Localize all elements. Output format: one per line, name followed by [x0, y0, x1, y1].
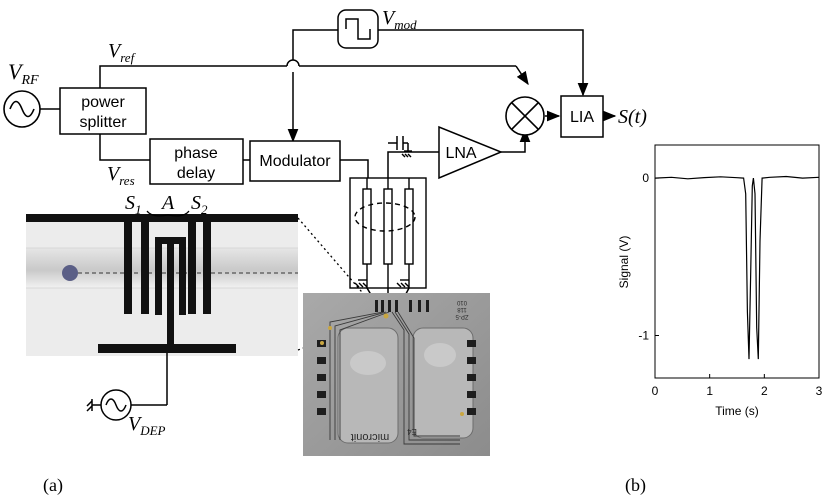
output-label: S(t): [618, 106, 647, 128]
particle: [62, 265, 78, 281]
phase-delay-label-1: phase: [174, 145, 218, 162]
chip-code-1: 010: [456, 299, 467, 305]
y-tick-label: 0: [642, 171, 649, 185]
chip-photo: micronit E4 010 118 ZP-5: [303, 293, 490, 456]
electrode-micrograph: [26, 214, 298, 356]
y-tick-label: -1: [638, 328, 649, 342]
power-splitter-box: power splitter: [59, 87, 147, 135]
modulator-label: Modulator: [259, 153, 331, 170]
signal-chart: 0 1 2 3 0 -1 Time (s) Signal (V): [617, 144, 823, 418]
plot-frame: [654, 144, 820, 379]
a-label: A: [160, 192, 175, 214]
v-dep-label: VDEP: [128, 413, 166, 438]
s2-label: S2: [191, 192, 208, 217]
chart-ticks: 0 1 2 3 0 -1: [638, 171, 822, 398]
lia-label: LIA: [570, 109, 594, 126]
v-mod-label: Vmod: [382, 7, 417, 32]
lna-label: LNA: [445, 145, 476, 162]
panel-label-b: (b): [625, 475, 646, 496]
probe-network: [349, 150, 427, 289]
mixer: [505, 96, 545, 136]
s1-label: S1: [125, 192, 142, 217]
signal-trace: [654, 175, 820, 360]
v-ref-label: Vref: [108, 40, 137, 65]
square-wave-source: [337, 9, 379, 49]
chip-code-2: 118: [457, 306, 467, 312]
lna-amplifier: LNA: [438, 125, 503, 180]
v-res-label: Vres: [107, 163, 135, 188]
modulator-box: Modulator: [249, 140, 341, 182]
power-splitter-label-1: power: [81, 94, 125, 111]
x-tick-label: 1: [706, 384, 713, 398]
chip-id: E4: [407, 427, 417, 436]
x-axis-label: Time (s): [715, 404, 759, 418]
chart-series: [654, 175, 820, 360]
v-dep-source: [86, 353, 168, 421]
a-spacing-bracket: [146, 210, 190, 217]
power-splitter-label-2: splitter: [79, 114, 127, 131]
lia-box: LIA: [560, 95, 604, 138]
panel-label-a: (a): [43, 475, 63, 496]
rf-source: [3, 90, 41, 128]
chip-code-3: ZP-5: [455, 313, 469, 319]
x-tick-label: 0: [652, 384, 659, 398]
y-axis-label: Signal (V): [617, 236, 631, 289]
phase-delay-label-2: delay: [177, 165, 215, 182]
x-tick-label: 3: [816, 384, 823, 398]
zoom-line-top: [297, 217, 381, 314]
chip-brand: micronit: [351, 431, 390, 443]
phase-delay-box: phase delay: [149, 138, 244, 185]
x-tick-label: 2: [761, 384, 768, 398]
v-rf-label: VRF: [8, 59, 39, 88]
